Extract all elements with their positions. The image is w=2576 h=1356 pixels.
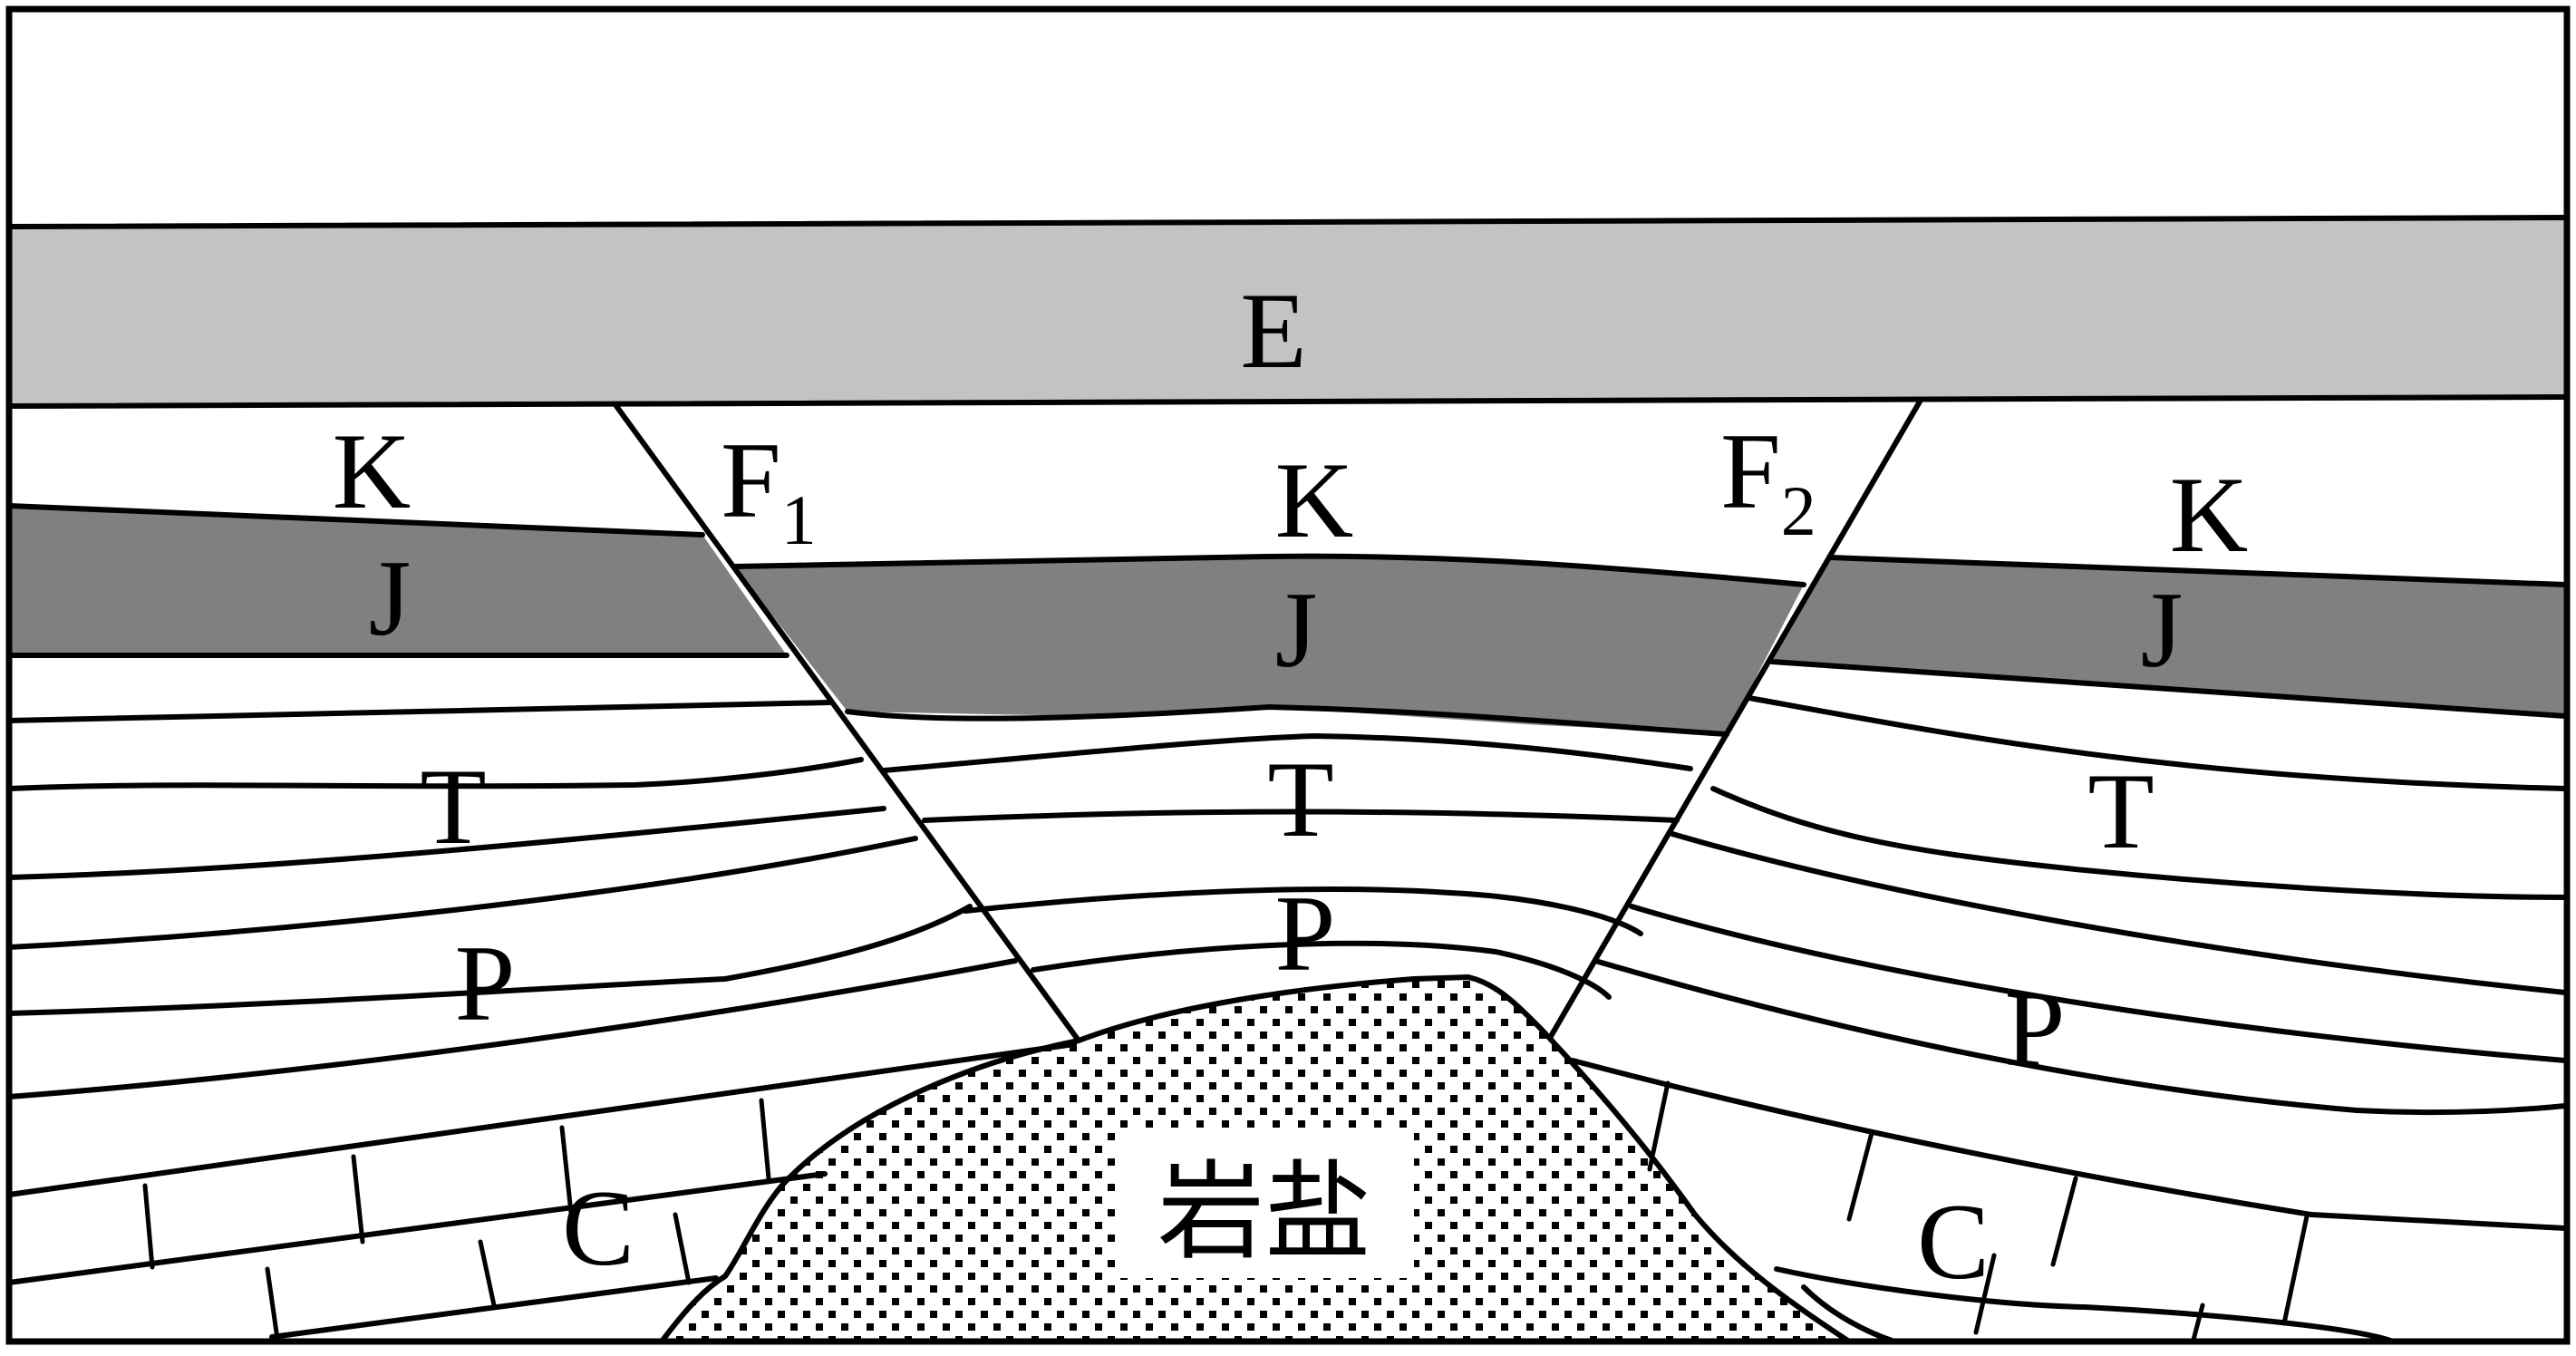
E-top-line: [6, 215, 2568, 229]
layer-J-left: [9, 506, 787, 655]
J-top-left: [6, 503, 705, 538]
fault-F1-label: F1: [721, 420, 817, 559]
P-line-right-1: [1670, 831, 2568, 995]
carbonate-ticks-right: [1647, 1080, 2310, 1342]
label-P-middle: P: [1275, 873, 1336, 993]
P-line-middle-1: [963, 886, 1643, 936]
T-line-left-3: [6, 806, 886, 880]
label-T-right: T: [2087, 751, 2154, 871]
P-line-left-2: [6, 904, 973, 1016]
J-top-middle: [731, 553, 1806, 587]
label-E: E: [1240, 270, 1306, 391]
C-top-right: [1570, 1058, 2568, 1231]
label-K-right: K: [2170, 454, 2249, 575]
fault-F1: [614, 403, 1081, 1043]
frame: [5, 5, 2571, 1345]
T-line-right-1: [1747, 695, 2568, 791]
J-bottom-middle: [845, 704, 1729, 737]
T-line-middle-2: [922, 809, 1680, 823]
fault-F2-label: F2: [1720, 411, 1816, 550]
label-J-middle: J: [1275, 569, 1318, 690]
C-bottom-right: [1774, 1266, 2396, 1344]
layer-E: [9, 218, 2565, 406]
label-J-left: J: [369, 538, 412, 658]
C-line-left-2: [6, 1171, 828, 1285]
P-line-middle-2: [1031, 940, 1612, 1000]
salt-label-bg: [1115, 1131, 1414, 1278]
E-bottom-line: [6, 394, 2568, 409]
layer-J-middle: [734, 555, 1804, 734]
P-line-right-3: [1593, 958, 2568, 1116]
label-P-left: P: [455, 923, 516, 1043]
P-line-right-2: [1629, 904, 2568, 1063]
T-line-left-1: [6, 700, 832, 723]
label-T-left: T: [420, 746, 486, 867]
T-line-left-2: [6, 757, 864, 791]
salt-label: 岩盐: [1157, 1149, 1371, 1274]
salt-right-edge: [1801, 1284, 1897, 1344]
fault-F2: [1547, 399, 1922, 1041]
label-T-middle: T: [1267, 739, 1333, 859]
label-C-right: C: [1917, 1181, 1990, 1302]
label-J-right: J: [2141, 569, 2184, 690]
label-C-left: C: [562, 1167, 634, 1288]
label-K-left: K: [333, 411, 412, 531]
label-K-middle: K: [1275, 440, 1354, 560]
C-top-left: [6, 1041, 1077, 1197]
T-line-right-2: [1710, 786, 2568, 900]
label-P-right: P: [2005, 968, 2066, 1089]
P-line-left-1: [6, 836, 918, 950]
T-line-middle-1: [881, 733, 1693, 773]
layer-J-right: [1772, 557, 2565, 716]
J-top-right: [1826, 555, 2568, 587]
P-line-left-3: [6, 958, 1018, 1099]
J-bottom-right: [1769, 659, 2568, 719]
carbonate-ticks-left: [142, 1098, 771, 1335]
